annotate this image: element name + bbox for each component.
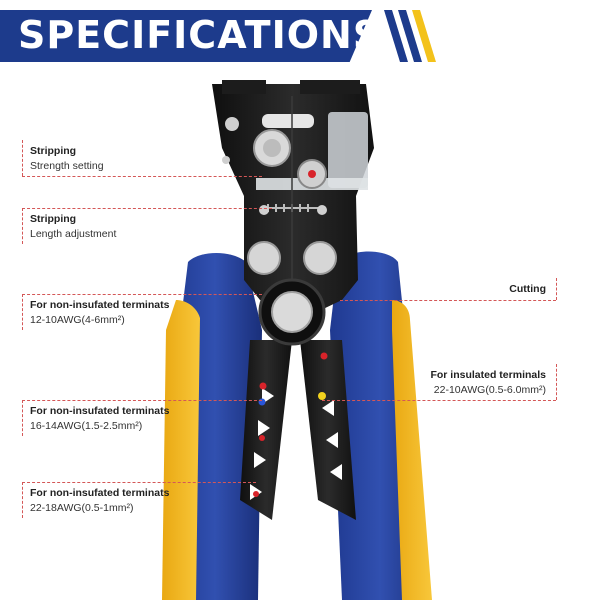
callout-title: For insulated terminals [430, 369, 546, 381]
leader-line [22, 208, 272, 209]
callout-subtitle: 12-10AWG(4-6mm²) [30, 314, 125, 326]
callout-title: For non-insufated terminats [30, 487, 170, 499]
leader-line [22, 176, 262, 177]
callout-title: For non-insufated terminats [30, 405, 170, 417]
leader-line [22, 482, 23, 518]
leader-line [340, 300, 556, 301]
banner-title: SPECIFICATIONS [18, 13, 382, 57]
callout-22-18awg: For non-insufated terminats 22-18AWG(0.5… [30, 486, 169, 516]
leader-line [556, 364, 557, 400]
left-handle-grip [162, 300, 200, 600]
leader-line [556, 278, 557, 300]
callout-insulated-terminals: For insulated terminals 22-10AWG(0.5-6.0… [430, 368, 546, 398]
callout-subtitle: 22-10AWG(0.5-6.0mm²) [433, 384, 546, 396]
callout-12-10awg: For non-insufated terminats 12-10AWG(4-6… [30, 298, 169, 328]
callout-strength-setting: Stripping Strength setting [30, 144, 104, 174]
leader-line [22, 482, 256, 483]
callout-subtitle: 22-18AWG(0.5-1mm²) [30, 502, 134, 514]
banner-stripes-decoration [384, 10, 436, 62]
callout-length-adjustment: Stripping Length adjustment [30, 212, 116, 242]
callout-title: Stripping [30, 213, 77, 225]
leader-line [22, 294, 262, 295]
leader-line [22, 400, 262, 401]
callout-title: Cutting [509, 283, 546, 295]
callout-subtitle: Length adjustment [30, 228, 117, 240]
leader-line [22, 294, 23, 330]
callout-16-14awg: For non-insufated terminats 16-14AWG(1.5… [30, 404, 169, 434]
leader-line [322, 400, 556, 401]
callout-cutting: Cutting [509, 282, 546, 297]
leader-line [22, 140, 23, 176]
callout-title: Stripping [30, 145, 77, 157]
specifications-banner [0, 10, 372, 62]
right-handle-grip [392, 300, 432, 600]
leader-line [22, 208, 23, 244]
callout-title: For non-insufated terminats [30, 299, 170, 311]
callout-subtitle: 16-14AWG(1.5-2.5mm²) [30, 420, 143, 432]
leader-line [22, 400, 23, 436]
callout-subtitle: Strength setting [30, 160, 104, 172]
